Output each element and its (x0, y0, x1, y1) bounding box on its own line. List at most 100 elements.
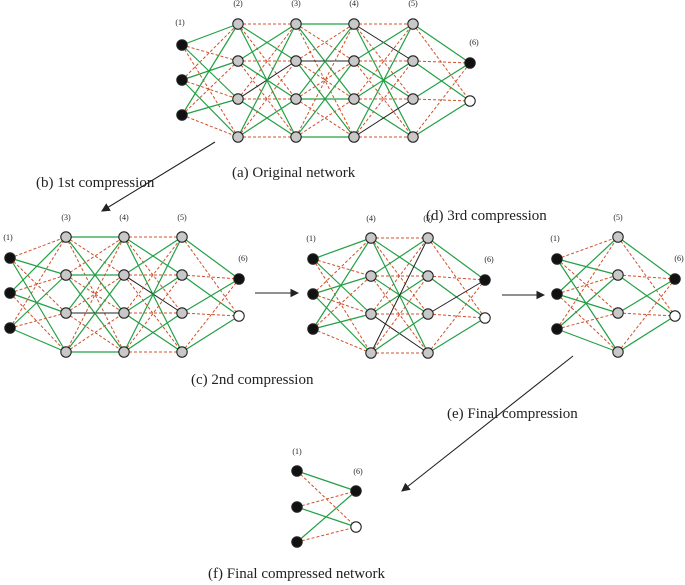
final-compression-network-edge (556, 236, 619, 330)
original-network-edge (237, 98, 297, 138)
second-compression-network-layer-label: (3) (61, 213, 71, 222)
final-compression-network-edge (617, 312, 676, 317)
original-network-edge (412, 98, 471, 102)
original-network-edge (237, 23, 297, 62)
original-network-edge (181, 23, 239, 116)
final-compression-network-edge (617, 236, 676, 280)
second-compression-network-edge (181, 315, 240, 353)
original-network-hidden-neuron (407, 55, 419, 67)
third-compression-network-edge (312, 237, 372, 330)
second-compression-network-edge (65, 236, 125, 353)
second-compression-network-edge (9, 292, 67, 314)
second-compression-network-edge (65, 236, 125, 353)
final-compression-network-edge (556, 312, 619, 330)
third-compression-network-layer-label: (6) (484, 255, 494, 264)
caption-second-compression: (c) 2nd compression (191, 372, 314, 388)
original-network-input-neuron (176, 109, 188, 121)
caption-third-compression: (d) 3rd compression (426, 208, 547, 224)
third-compression-network-layer-label: (5) (423, 214, 433, 223)
final-compressed-network-layer-label: (6) (353, 467, 363, 476)
second-compression-network-edge (9, 236, 67, 329)
second-compression-network-edge (181, 236, 240, 280)
original-network-layer-label: (2) (233, 0, 243, 8)
final-compression-network-hidden-neuron (612, 346, 624, 358)
original-network-edge (181, 23, 239, 46)
original-network-hidden-neuron (290, 131, 302, 143)
second-compression-network-output-neuron-inactive (233, 310, 245, 322)
second-compression-network-hidden-neuron (176, 346, 188, 358)
original-network-layer-label: (3) (291, 0, 301, 8)
second-compression-network-hidden-neuron (118, 231, 130, 243)
third-compression-network-edge (370, 237, 429, 354)
original-network-layer-label: (5) (408, 0, 418, 8)
final-compression-network-edge (617, 315, 676, 353)
second-compression-network-edge (65, 274, 125, 314)
third-compression-network-edge (370, 313, 429, 354)
final-compression-network-edge (617, 274, 676, 280)
original-network-edge (237, 60, 297, 138)
original-network-edge (412, 23, 471, 102)
original-network-layer-label: (4) (349, 0, 359, 8)
original-network-edge (353, 60, 414, 138)
arrow-e-to-f (401, 355, 574, 492)
third-compression-network-edge (312, 258, 372, 277)
final-compressed-network-output-neuron-inactive (350, 521, 362, 533)
original-network-hidden-neuron (407, 18, 419, 30)
final-compression-network-layer-label: (6) (674, 254, 684, 263)
third-compression-network-input-neuron (307, 323, 319, 335)
final-compression-network-edge (556, 274, 619, 330)
second-compression-network-edge (65, 236, 125, 276)
third-compression-network-output-neuron-inactive (479, 312, 491, 324)
original-network-hidden-neuron (290, 93, 302, 105)
third-compression-network-edge (312, 237, 372, 260)
third-compression-network-hidden-neuron (422, 308, 434, 320)
second-compression-network-hidden-neuron (176, 269, 188, 281)
final-compressed-network-edge (296, 526, 357, 543)
original-network-hidden-neuron (348, 55, 360, 67)
final-compressed-network-layer-label: (1) (292, 447, 302, 456)
original-network-hidden-neuron (232, 18, 244, 30)
original-network-edge (181, 44, 239, 100)
original-network-hidden-neuron (290, 55, 302, 67)
final-compression-network-layer-label: (1) (550, 234, 560, 243)
second-compression-network-edge (65, 274, 125, 353)
original-network-edge (181, 60, 239, 116)
second-compression-network-layer-label: (1) (3, 233, 13, 242)
second-compression-network-edge (65, 274, 125, 314)
final-compression-network-edge (556, 236, 619, 260)
second-compression-network-hidden-neuron (118, 269, 130, 281)
second-compression-network-output-neuron-active (233, 273, 245, 285)
final-compressed-network-input-neuron (291, 501, 303, 513)
original-network-hidden-neuron (348, 131, 360, 143)
final-compression-network-edge (556, 258, 619, 353)
final-compression-network-output-neuron-inactive (669, 310, 681, 322)
second-compression-network-edge (9, 257, 67, 353)
second-compression-network-hidden-neuron (60, 307, 72, 319)
second-compression-network-hidden-neuron (176, 231, 188, 243)
third-compression-network-edge (312, 328, 372, 354)
second-compression-network-layer-label: (5) (177, 213, 187, 222)
third-compression-network-input-neuron (307, 288, 319, 300)
original-network-layer-label: (1) (175, 18, 185, 27)
second-compression-network-layer-label: (4) (119, 213, 129, 222)
final-compression-network-hidden-neuron (612, 231, 624, 243)
third-compression-network-layer-label: (1) (306, 234, 316, 243)
original-network-hidden-neuron (407, 93, 419, 105)
original-network-edge (353, 98, 414, 138)
second-compression-network-hidden-neuron (60, 231, 72, 243)
original-network-edge (412, 100, 471, 138)
final-compression-network-hidden-neuron (612, 269, 624, 281)
second-compression-network-edge (181, 312, 240, 317)
third-compression-network-edge (312, 275, 372, 295)
third-compression-network-edge (312, 275, 372, 330)
original-network-edge (295, 23, 355, 138)
third-compression-network-edge (427, 279, 486, 315)
second-compression-network-edge (9, 236, 67, 259)
third-compression-network-edge (312, 293, 372, 354)
third-compression-network-edge (312, 293, 372, 315)
third-compression-network-edge (312, 313, 372, 330)
second-compression-network-hidden-neuron (60, 269, 72, 281)
final-compressed-network-edge (296, 490, 357, 543)
original-network-edge (181, 79, 239, 138)
